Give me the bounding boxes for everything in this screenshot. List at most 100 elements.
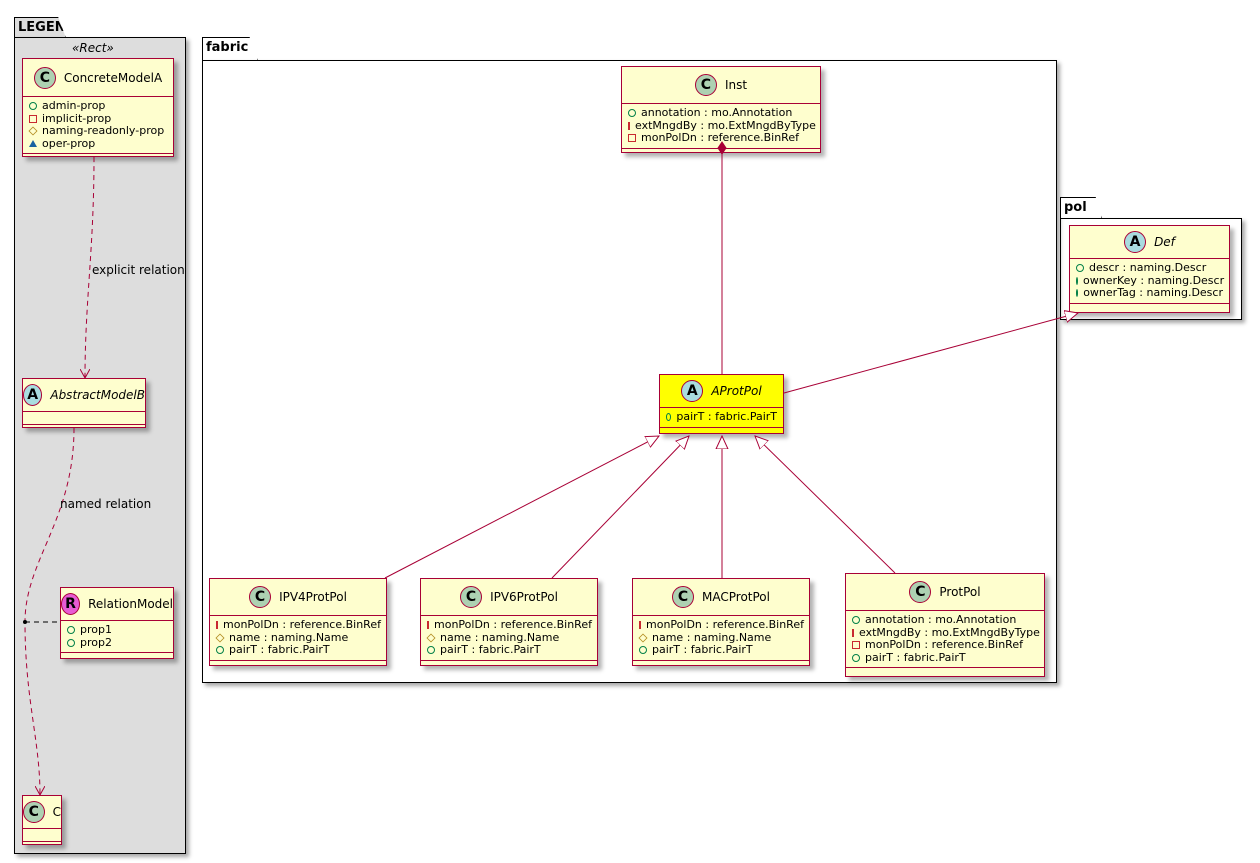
attribute: pairT : fabric.PairT: [852, 651, 1038, 665]
attribute: name : naming.Name: [426, 630, 591, 645]
class-attributes: pairT : fabric.PairT: [660, 408, 783, 428]
attribute-text: name : naming.Name: [652, 630, 772, 644]
public-visibility-icon: [67, 638, 75, 647]
label-explicit-relation: explicit relation: [92, 263, 185, 277]
attribute: ownerTag : naming.Descr: [1076, 286, 1223, 300]
class-name: C: [52, 805, 61, 819]
attribute-text: monPolDn : reference.BinRef: [865, 638, 1023, 651]
edge-explicit-relation: [85, 156, 95, 378]
attribute-text: extMngdBy : mo.ExtMngdByType: [859, 625, 1040, 639]
public-visibility-icon: [628, 109, 636, 118]
edge-ipv4-inherit: [384, 436, 659, 579]
class-icon: C: [460, 586, 483, 608]
attribute: implicit-prop: [29, 111, 167, 126]
class-attributes: [23, 412, 145, 425]
class-icon: C: [23, 801, 45, 823]
attribute-text: descr : naming.Descr: [1089, 261, 1207, 274]
public-visibility-icon: [1076, 289, 1079, 298]
public-visibility-icon: [1076, 276, 1078, 285]
attribute-text: implicit-prop: [42, 111, 112, 125]
attribute: admin-prop: [29, 99, 167, 113]
class-name: MACProtPol: [702, 590, 770, 604]
class-icon: C: [694, 74, 717, 96]
package-legend: [14, 37, 186, 854]
class-icon: C: [33, 66, 56, 89]
class-name: IPV4ProtPol: [279, 590, 347, 604]
attribute-text: ownerKey : naming.Descr: [1083, 273, 1225, 287]
attribute: naming-readonly-prop: [28, 124, 167, 138]
private-visibility-icon: [639, 621, 641, 630]
attribute-text: naming-readonly-prop: [42, 124, 165, 137]
public-visibility-icon: [852, 616, 860, 625]
attribute: monPolDn : reference.BinRef: [628, 131, 814, 145]
class-icon: C: [672, 586, 695, 608]
public-visibility-icon: [639, 646, 647, 655]
private-visibility-icon: [628, 121, 630, 130]
class-header: C MACProtPol: [633, 579, 809, 616]
abstract-class-icon: A: [1124, 231, 1147, 253]
class-attributes: [23, 829, 61, 842]
attribute-text: extMngdBy : mo.ExtMngdByType: [635, 118, 816, 132]
class-name: IPV6ProtPol: [490, 590, 558, 604]
edge-protpol-inherit: [755, 436, 896, 574]
attribute: pairT : fabric.PairT: [216, 643, 380, 657]
attribute-text: monPolDn : reference.BinRef: [641, 131, 799, 144]
edge-named-relation: [24, 427, 75, 795]
class-name: RelationModel: [88, 597, 173, 611]
attribute: prop2: [67, 636, 167, 650]
attribute: annotation : mo.Annotation: [628, 106, 814, 120]
attribute: extMngdBy : mo.ExtMngdByType: [628, 118, 816, 133]
class-name: ConcreteModelA: [63, 70, 163, 85]
legend-stereotype: «Rect»: [72, 41, 114, 55]
public-visibility-icon: [29, 102, 37, 111]
attribute: name : naming.Name: [638, 630, 803, 645]
attribute: name : naming.Name: [215, 631, 380, 645]
attribute-text: monPolDn : reference.BinRef: [646, 618, 804, 631]
package-pol: [1060, 218, 1242, 320]
edge-ipv6-inherit: [551, 436, 689, 579]
attribute-text: pairT : fabric.PairT: [440, 643, 541, 656]
attribute-text: pairT : fabric.PairT: [676, 410, 777, 423]
public-visibility-icon: [852, 653, 860, 662]
attribute-text: monPolDn : reference.BinRef: [223, 618, 381, 631]
attribute-text: oper-prop: [42, 136, 96, 150]
private-visibility-icon: [852, 628, 854, 637]
public-visibility-icon: [427, 646, 435, 655]
attribute-text: pairT : fabric.PairT: [229, 643, 330, 656]
attribute-text: name : naming.Name: [440, 630, 560, 644]
attribute: descr : naming.Descr: [1076, 261, 1223, 275]
attribute: pairT : fabric.PairT: [666, 410, 777, 424]
attribute: annotation : mo.Annotation: [852, 613, 1038, 627]
attribute: oper-prop: [29, 136, 167, 151]
relation-class-icon: R: [61, 593, 81, 615]
package-pol-tab: pol: [1060, 197, 1102, 219]
abstract-class-icon: A: [681, 380, 704, 402]
attribute: monPolDn : reference.BinRef: [427, 618, 592, 632]
private-visibility-icon: [29, 114, 37, 123]
class-name: ProtPol: [939, 585, 981, 599]
public-visibility-icon: [1076, 264, 1084, 273]
public-visibility-icon: [216, 646, 224, 655]
